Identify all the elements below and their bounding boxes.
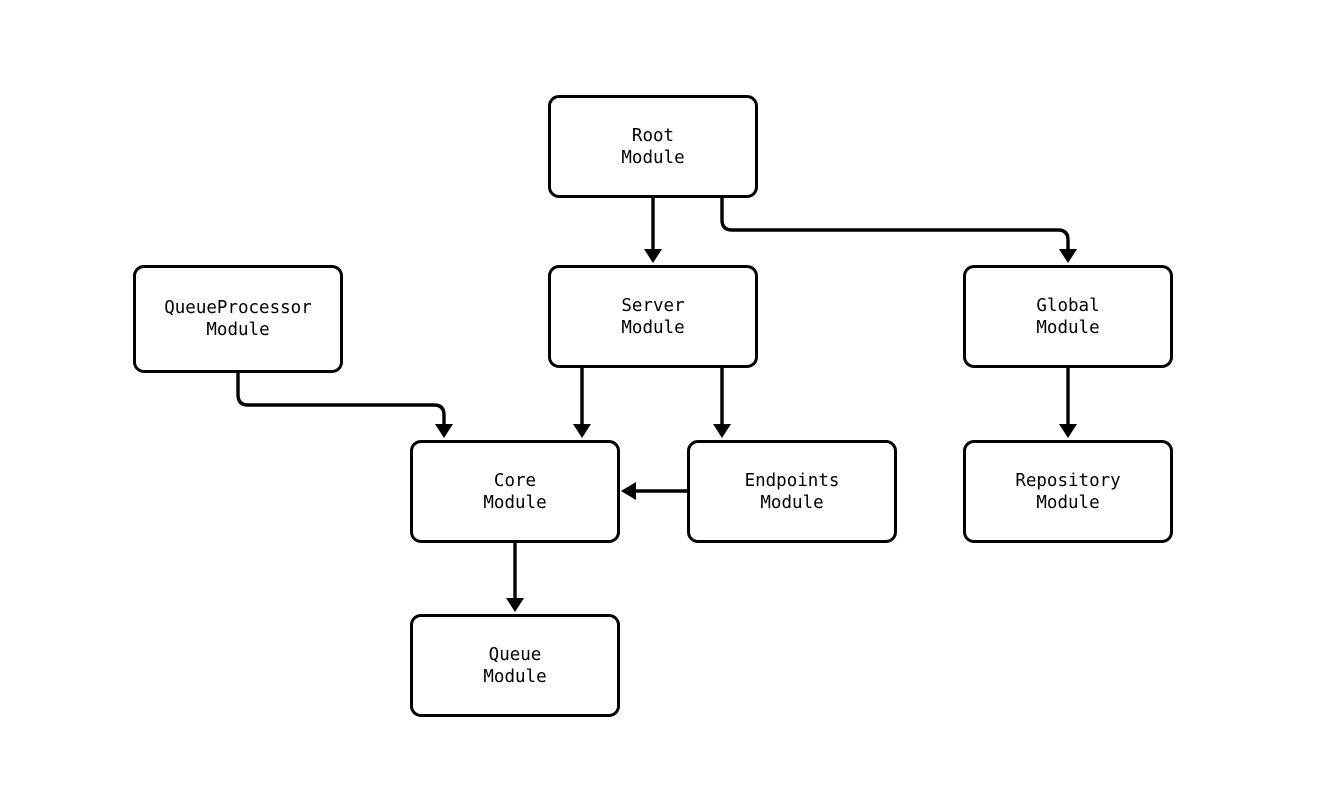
node-repository-module-name: Repository [1015, 470, 1121, 491]
node-queue-module-suffix: Module [483, 666, 547, 687]
node-core-module[interactable]: Core Module [410, 440, 620, 543]
edge-server-to-endpoints [713, 368, 731, 438]
node-queueprocessor-module-name: QueueProcessor [164, 298, 312, 318]
edge-endpoints-to-core [621, 482, 687, 500]
edge-queueprocessor-to-core [236, 373, 453, 438]
node-global-module-suffix: Module [1036, 317, 1100, 338]
edge-root-to-global [720, 198, 1077, 263]
node-server-module-name: Server [621, 295, 685, 316]
node-endpoints-module-name: Endpoints [744, 470, 840, 491]
node-root-module-suffix: Module [621, 147, 685, 168]
node-queue-module-name: Queue [488, 644, 542, 665]
node-global-module-name: Global [1036, 295, 1100, 316]
edge-global-to-repository [1059, 368, 1077, 438]
node-server-module-suffix: Module [621, 317, 685, 338]
edge-server-to-core [573, 368, 591, 438]
node-core-module-suffix: Module [483, 492, 547, 513]
node-repository-module-suffix: Module [1036, 492, 1100, 513]
node-endpoints-module-suffix: Module [760, 492, 824, 513]
node-repository-module[interactable]: Repository Module [963, 440, 1173, 543]
node-server-module[interactable]: Server Module [548, 265, 758, 368]
edge-core-to-queue [506, 543, 524, 612]
node-global-module[interactable]: Global Module [963, 265, 1173, 368]
node-core-module-name: Core [493, 470, 537, 491]
node-queue-module[interactable]: Queue Module [410, 614, 620, 717]
node-root-module[interactable]: Root Module [548, 95, 758, 198]
node-root-module-name: Root [631, 125, 675, 146]
node-queueprocessor-module-suffix: Module [206, 320, 270, 340]
node-endpoints-module[interactable]: Endpoints Module [687, 440, 897, 543]
edge-root-to-server [644, 198, 662, 263]
node-queueprocessor-module[interactable]: QueueProcessor Module [133, 265, 343, 373]
